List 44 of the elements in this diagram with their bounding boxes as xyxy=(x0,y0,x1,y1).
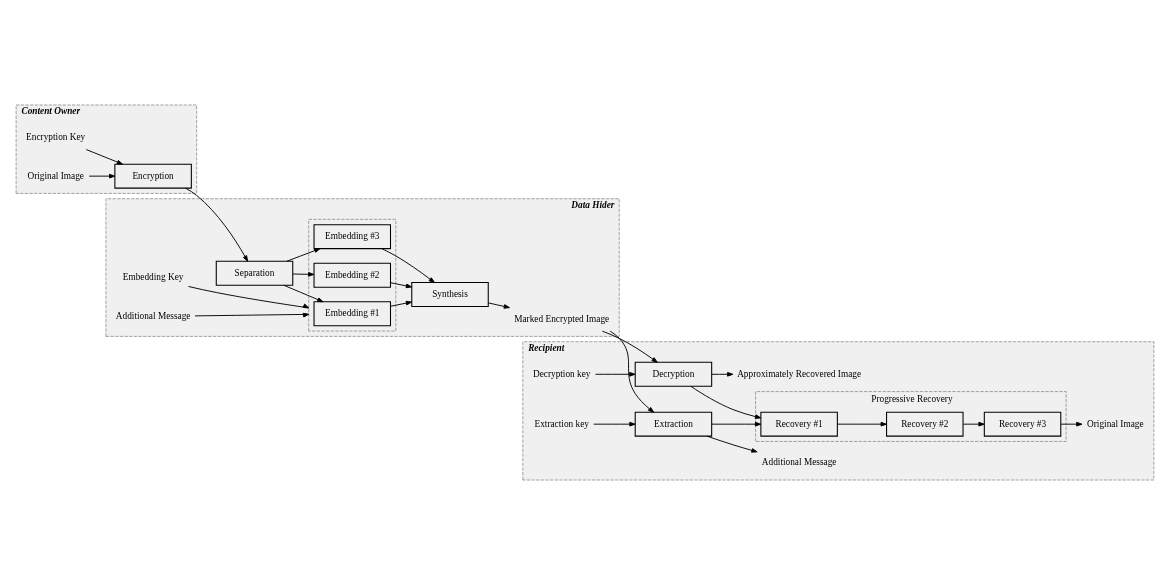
arrow xyxy=(1060,421,1083,427)
arrow xyxy=(609,330,655,413)
node-text: Additional Message xyxy=(115,310,191,321)
arrow xyxy=(836,421,887,427)
node-text: Embedding Key xyxy=(122,272,184,283)
arrow xyxy=(487,302,510,309)
arrow xyxy=(381,248,435,283)
node-text: Extraction key xyxy=(534,418,589,429)
node-text: Original Image xyxy=(27,170,84,181)
arrow xyxy=(185,187,249,262)
node-text: Original Image xyxy=(1087,418,1144,429)
arrow xyxy=(962,421,985,427)
node-box: Recovery #2 xyxy=(886,411,964,437)
node-box: Embedding #2 xyxy=(313,262,392,288)
node-text: Approximately Recovered Image xyxy=(737,368,862,379)
arrow xyxy=(292,272,315,277)
node-text: Marked Encrypted Image xyxy=(514,313,610,324)
arrow xyxy=(85,149,124,165)
arrow xyxy=(187,286,310,309)
node-box: Embedding #3 xyxy=(313,224,392,250)
node-box: Synthesis xyxy=(411,282,489,307)
arrow xyxy=(286,248,321,262)
arrow xyxy=(711,371,734,377)
arrow xyxy=(194,312,310,318)
node-text: Decryption key xyxy=(532,368,591,379)
arrow xyxy=(711,421,762,427)
arrow xyxy=(283,284,324,303)
node-box: Separation xyxy=(215,260,294,286)
node-text: Additional Message xyxy=(761,457,837,468)
node-box: Embedding #1 xyxy=(313,301,392,327)
node-text: Encryption Key xyxy=(26,132,86,143)
arrow xyxy=(390,282,413,289)
arrow xyxy=(88,173,116,179)
arrow xyxy=(595,371,636,377)
node-box: Encryption xyxy=(114,163,192,189)
arrow xyxy=(690,385,762,419)
arrow xyxy=(601,330,658,363)
node-box: Recovery #3 xyxy=(983,411,1062,437)
node-box: Recovery #1 xyxy=(760,411,838,437)
node-box: Extraction xyxy=(634,411,713,437)
node-box: Decryption xyxy=(634,361,713,387)
arrow xyxy=(706,435,758,453)
arrow xyxy=(593,421,636,427)
arrow xyxy=(390,300,413,307)
